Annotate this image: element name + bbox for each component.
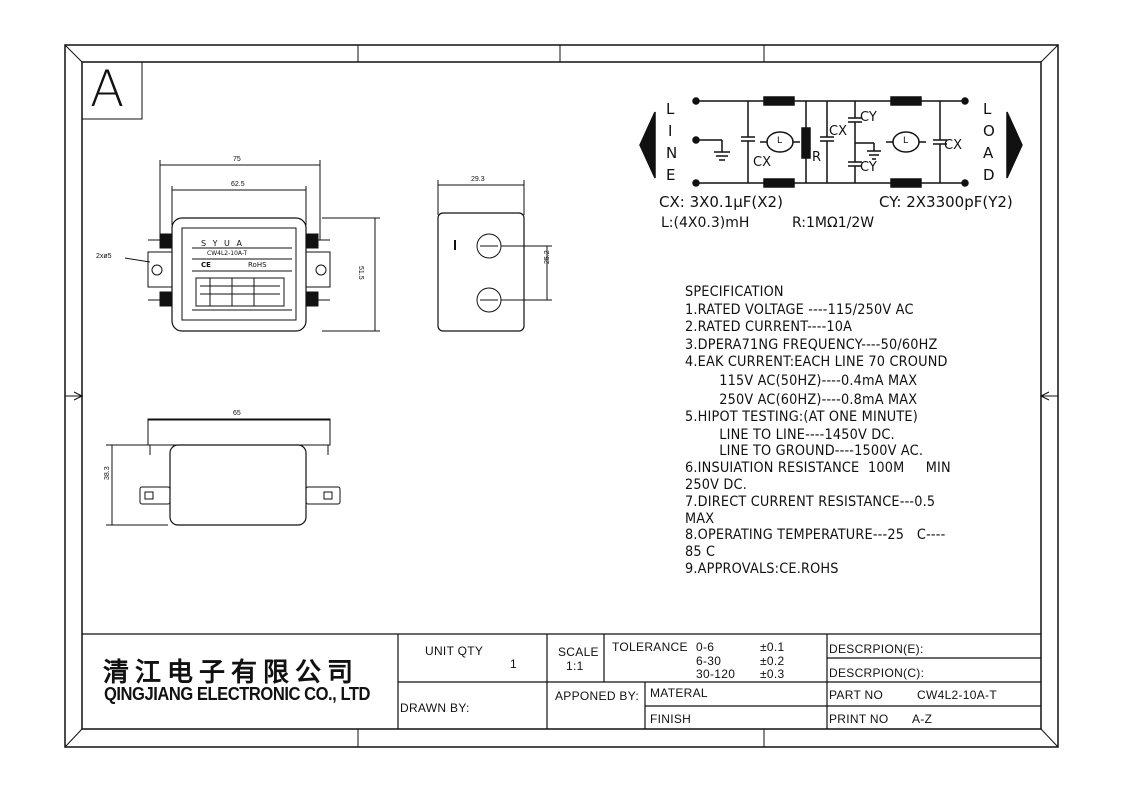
drawn-by-label: DRAWN BY: <box>400 701 470 715</box>
side-view <box>437 180 552 332</box>
spec-line: MAX <box>685 511 715 527</box>
line-letter-e: E <box>666 166 676 184</box>
tolerance-label: TOLERANCE <box>612 640 688 654</box>
spec-line: 250V AC(60HZ)----0.8mA MAX <box>685 392 918 408</box>
dim-38-3: 38.3 <box>104 466 111 480</box>
spec-line: LINE TO GROUND----1500V AC. <box>685 443 924 459</box>
load-letter-a: A <box>983 144 994 162</box>
spec-title: SPECIFICATION <box>685 284 784 300</box>
plate-model: CW4L2-10A-T <box>207 250 248 257</box>
input-arrow-icon <box>639 111 656 179</box>
plate-brand: S Y U A <box>201 239 244 248</box>
unit-qty-label: UNIT QTY <box>425 644 484 658</box>
spec-line: 9.APPROVALS:CE.ROHS <box>685 561 839 577</box>
inductor-right-label: L <box>903 136 909 146</box>
scale-value: 1:1 <box>566 659 584 673</box>
cx-right-label: CX <box>944 138 962 153</box>
cx-left-label: CX <box>753 155 771 170</box>
part-no-value: CW4L2-10A-T <box>917 688 997 702</box>
plate-rohs: RoHS <box>248 261 267 269</box>
tolerance-value: ±0.2 <box>760 654 785 668</box>
schematic <box>639 96 1023 188</box>
spec-line: 2.RATED CURRENT----10A <box>685 319 853 335</box>
spec-line: 85 C <box>685 544 716 560</box>
resistor-label: R <box>812 150 822 165</box>
dim-65: 65 <box>233 410 241 417</box>
dim-75: 75 <box>233 156 241 163</box>
approved-by-label: APPONED BY: <box>555 689 639 703</box>
line-letter-l: L <box>666 100 675 118</box>
spec-line: 7.DIRECT CURRENT RESISTANCE---0.5 <box>685 494 936 510</box>
spec-line: 8.OPERATING TEMPERATURE---25 C---- <box>685 527 946 543</box>
spec-line: 250V DC. <box>685 477 747 493</box>
print-no-label: PRINT NO <box>829 712 889 726</box>
finish-label: FINISH <box>650 712 692 726</box>
line-letter-n: N <box>666 144 678 162</box>
inductor-left-label: L <box>777 136 783 146</box>
frame-corners <box>64 44 1059 748</box>
resistance-note: R:1MΩ1/2W <box>792 215 875 231</box>
load-letter-o: O <box>983 122 995 140</box>
dim-29-3: 29.3 <box>471 176 485 183</box>
spec-line: 3.DPERA71NG FREQUENCY----50/60HZ <box>685 337 938 353</box>
tolerance-value: ±0.3 <box>760 667 785 681</box>
spec-line: 5.HIPOT TESTING:(AT ONE MINUTE) <box>685 409 918 425</box>
spec-line: 115V AC(50HZ)----0.4mA MAX <box>685 373 918 389</box>
sheet-letter: A <box>90 60 125 118</box>
dim-51-5: 51.5 <box>357 266 364 280</box>
dim-62-5: 62.5 <box>231 181 245 188</box>
spec-line: LINE TO LINE----1450V DC. <box>685 427 895 443</box>
material-label: MATERAL <box>650 686 708 700</box>
spec-line: 1.RATED VOLTAGE ----115/250V AC <box>685 302 914 318</box>
title-block-lines <box>82 633 1041 729</box>
cy-note: CY: 2X3300pF(Y2) <box>879 193 1013 211</box>
description-en-label: DESCRPION(E): <box>829 642 924 656</box>
front-view <box>124 160 380 332</box>
company-name-en: QINGJIANG ELECTRONIC CO., LTD <box>104 684 371 704</box>
cy-top-label: CY <box>860 110 877 125</box>
load-letter-l: L <box>983 100 992 118</box>
load-letter-d: D <box>983 166 995 184</box>
dim-holes: 2xø5 <box>96 253 112 260</box>
tolerance-range: 30-120 <box>696 667 736 681</box>
tolerance-range: 0-6 <box>696 640 715 654</box>
dim-25-2: 25.2 <box>544 250 551 264</box>
part-no-label: PART NO <box>829 688 884 702</box>
spec-line: 4.EAK CURRENT:EACH LINE 70 CROUND <box>685 354 948 370</box>
inductance-note: L:(4X0.3)mH <box>661 215 750 231</box>
cx-note: CX: 3X0.1μF(X2) <box>659 193 783 211</box>
line-letter-i: I <box>668 122 673 140</box>
company-name-cn: 清江电子有限公司 <box>103 658 360 688</box>
description-cn-label: DESCRPION(C): <box>829 666 925 680</box>
plate-ce: CE <box>201 261 211 269</box>
cx-mid-label: CX <box>829 124 847 139</box>
output-arrow-icon <box>1006 111 1023 179</box>
cy-bottom-label: CY <box>860 160 877 175</box>
tolerance-range: 6-30 <box>696 654 722 668</box>
scale-label: SCALE <box>558 645 599 659</box>
spec-line: 6.INSUIATION RESISTANCE 100M MIN <box>685 460 951 476</box>
print-no-value: A-Z <box>912 712 933 726</box>
frame-ticks <box>65 45 1058 747</box>
sheet-letter-box <box>81 61 143 120</box>
unit-qty-value: 1 <box>510 657 517 671</box>
bottom-view <box>106 418 341 526</box>
tolerance-value: ±0.1 <box>760 640 785 654</box>
